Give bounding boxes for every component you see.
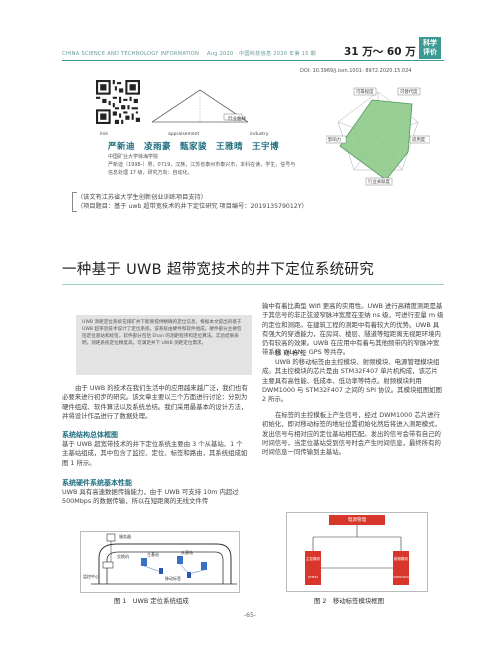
- section-badge: 科学 评价: [419, 37, 441, 59]
- radar-label-applicability: 适用度: [412, 138, 426, 143]
- fig1-label-main-station: 主基站: [147, 552, 159, 557]
- fig2-left-box-label: 主控模块: [305, 557, 321, 561]
- section-heading-structure: 系统结构总体框图: [62, 431, 118, 439]
- badge-line-2: 评价: [423, 48, 437, 56]
- radar-evaluation-chart: [326, 87, 430, 186]
- radar-label-replaceability: 可替代度: [400, 90, 418, 95]
- figure-2-drawing: [305, 515, 409, 585]
- funding-note: （该文有江苏省大学生创新创业训练项目支持） （项目题目：基于 uwb 超带宽技术…: [77, 193, 308, 211]
- title-divider: [62, 284, 444, 285]
- fig1-label-tag: 移动标签: [165, 576, 181, 581]
- funding-bracket: [72, 192, 77, 212]
- figure-2-diagram: 电源管理 主控模块 STM32 射频模块 DWM1000: [286, 512, 428, 592]
- badge-line-1: 科学: [423, 39, 437, 47]
- journal-issue: Aug.2020 · 中国科技信息 2020 年第 15 期: [206, 51, 316, 57]
- section-heading-hardware: 系统硬件系统基本性能: [62, 479, 132, 487]
- price-range: 31 万～ 60 万: [344, 46, 416, 58]
- fig2-right-box-label: 射频模块: [393, 557, 409, 561]
- fig1-label-sub-station: 从基站: [181, 550, 193, 555]
- fig2-right-sub: DWM1000: [393, 575, 409, 579]
- doi: DOI: 10.3969/j.issn.1001- 8972.2020.15.0…: [300, 68, 412, 74]
- figure-1-drawing: [91, 533, 237, 585]
- triangle-tag: 行业曲线: [228, 117, 246, 122]
- fig2-power-label: 电源管理: [347, 518, 367, 523]
- evaluation-triangle: [151, 89, 249, 123]
- intro-paragraph: 由于 UWB 的技术在我们生活中的应用越来越广泛，我们也有必要来进行初步的研究。…: [62, 384, 248, 420]
- right-column-paragraph-1: 输中有着比典型 Wifi 更高的实用性。UWB 进行高精度测距是基于其信号的非正…: [262, 302, 444, 357]
- fig2-left-sub: STM32: [307, 575, 319, 579]
- radar-label-influence: 影响力: [328, 138, 342, 143]
- journal-header: CHINA SCIENCE AND TECHNOLOGY INFORMATION…: [62, 50, 316, 57]
- affiliation-line-1: 中国矿业大学徐海学院: [108, 154, 159, 160]
- fig1-label-server: 服务器: [119, 534, 131, 539]
- article-title: 一种基于 UWB 超带宽技术的井下定位系统研究: [62, 262, 375, 278]
- qr-code-icon: [96, 80, 140, 124]
- page-number: -65-: [244, 612, 256, 619]
- triangle-label-appraisement: appraisement: [168, 132, 200, 137]
- triangle-label-industry: industry: [250, 132, 269, 137]
- section-body-hardware: UWB 具有高速数据传输能力，由于 UWB 可支持 10m 内超过 500Mbp…: [62, 488, 239, 506]
- triangle-label-link: link: [100, 132, 108, 137]
- right-column-paragraph-3: 在标签的主控模板上产生信号，经过 DWM1000 芯片进行初始化，即对移动标签的…: [262, 411, 441, 457]
- abstract-box: UWB 测距定位系统在煤矿井下能够提供精确的定位信息，根据本文提出的基于 UWB…: [76, 315, 252, 375]
- funding-line-1: （该文有江苏省大学生创新创业训练项目支持）: [77, 194, 207, 201]
- section-body-structure: 基于 UWB 超宽带技术的井下定位系统主要由 3 个从基站、1 个主基站组成，其…: [62, 440, 248, 467]
- header-divider: [62, 60, 444, 61]
- funding-line-2: （项目题目：基于 uwb 超带宽技术的井下定位研究 项目编号：201913579…: [77, 203, 308, 210]
- radar-label-reliability: 可靠程度: [356, 90, 374, 95]
- figure-2-caption: 图 2 移动标签模块框图: [314, 597, 385, 605]
- journal-name-en: CHINA SCIENCE AND TECHNOLOGY INFORMATION: [62, 51, 200, 57]
- author-affiliation: 中国矿业大学徐海学院 严新迪（1998-）男，0719，汉族，江苏省泰州市泰兴市…: [108, 153, 298, 177]
- fig1-label-monitor: 监控中心: [83, 574, 99, 579]
- subsection-mobile-tag: 移 动 标 签: [275, 349, 307, 357]
- affiliation-line-2: 严新迪（1998-）男，0719，汉族，江苏省泰州市泰兴市，本科在读，学生，信号…: [108, 162, 296, 176]
- figure-1-caption: 图 1 UWB 定位系统组成: [114, 597, 189, 605]
- fig1-label-switch: 交换机: [117, 554, 129, 559]
- right-column-paragraph-2: UWB 的移动标签由主控模块、射频模块、电源管理模块组成。其主控模块的芯片是由 …: [262, 358, 442, 404]
- radar-label-industry-relevance: 行业关联度: [368, 180, 390, 185]
- figure-1-diagram: 服务器 交换机 主基站 从基站 移动标签 监控中心: [80, 531, 240, 593]
- author-names: 严新迪 凌雨豪 甄家骏 王雅晴 王宇博: [108, 142, 280, 152]
